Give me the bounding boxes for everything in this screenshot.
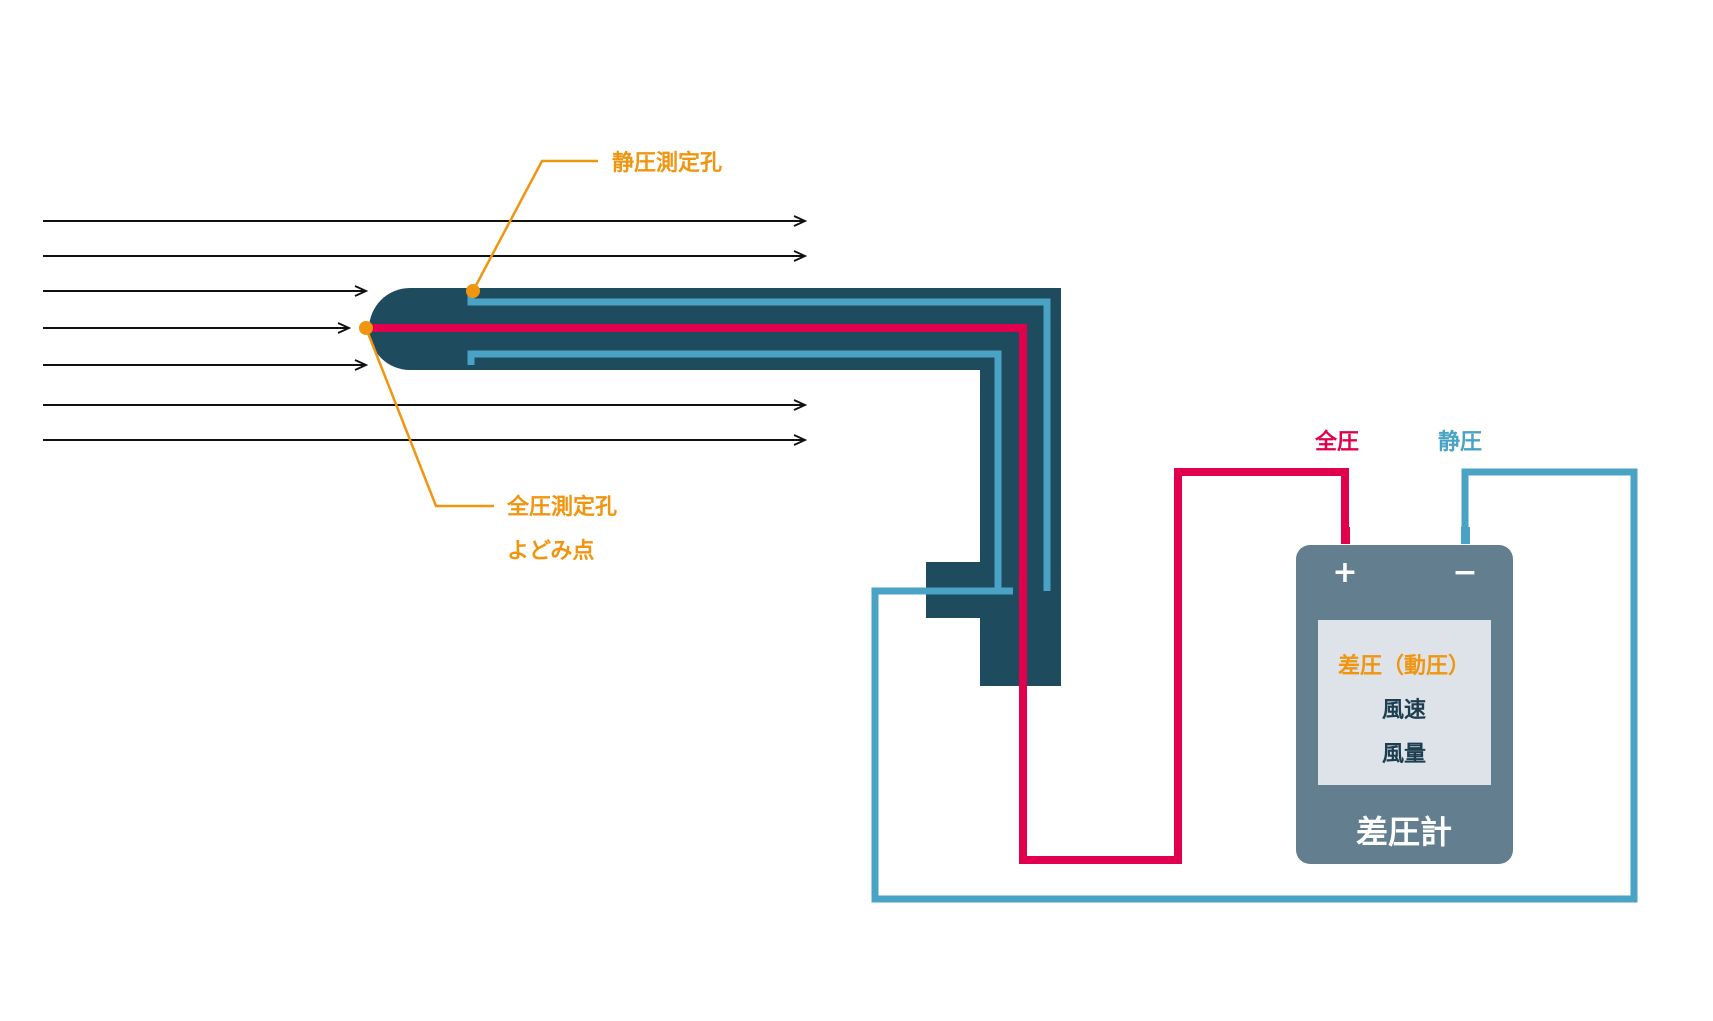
- pitot-tube: [369, 288, 1061, 686]
- total-pressure-tube: [366, 324, 1350, 864]
- static-tube-connector: [1461, 527, 1470, 544]
- total-tube-connector: [1341, 527, 1350, 544]
- total-tube: [366, 324, 1349, 864]
- gauge-name: 差圧計: [1356, 813, 1452, 851]
- stagnation-point-marker: [359, 321, 373, 335]
- airflow-arrows: [43, 221, 805, 440]
- pitot-tube-body: [369, 288, 1061, 686]
- gauge-screen: [1318, 620, 1491, 785]
- static-hole-marker: [466, 284, 480, 298]
- plus-terminal: +: [1332, 555, 1357, 590]
- total-pressure-label: 全圧: [1314, 429, 1359, 455]
- minus-terminal: −: [1452, 555, 1477, 590]
- readout-air-volume: 風量: [1382, 742, 1426, 767]
- total-hole-callout-line: [364, 327, 494, 508]
- callouts: [359, 159, 598, 508]
- static-tube-to-meter: [871, 468, 1638, 903]
- static-pressure-channel-inner: [467, 350, 1002, 591]
- static-pressure-label: 静圧: [1438, 429, 1482, 455]
- stagnation-point-label: よどみ点: [507, 538, 594, 564]
- total-hole-label: 全圧測定孔: [506, 494, 617, 520]
- differential-pressure-gauge: + − 差圧（動圧） 風速 風量 差圧計: [1296, 545, 1513, 864]
- readout-differential-pressure: 差圧（動圧）: [1338, 653, 1470, 679]
- static-hole-label: 静圧測定孔: [612, 150, 722, 176]
- readout-wind-speed: 風速: [1382, 697, 1426, 723]
- static-pressure-tube: [871, 468, 1638, 903]
- static-hole-callout-line: [471, 159, 598, 292]
